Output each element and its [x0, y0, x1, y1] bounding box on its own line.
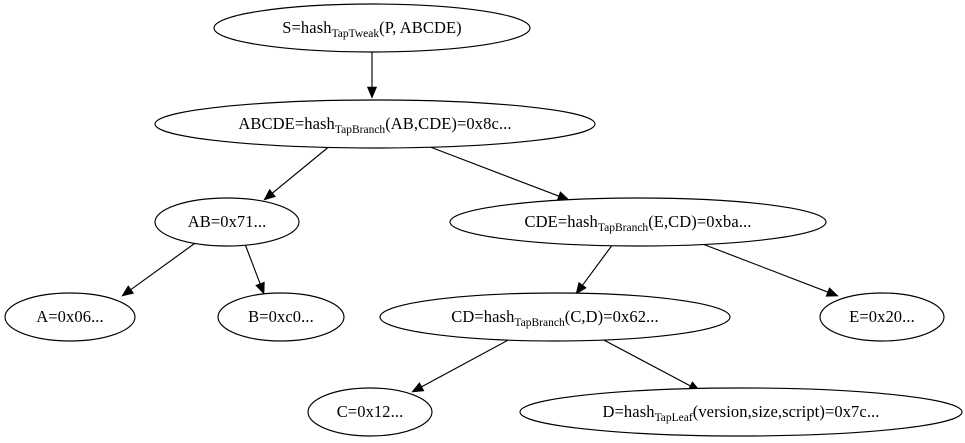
edge-s-to-abcde [366, 52, 378, 99]
edge-cd-to-d [599, 337, 701, 392]
node-ellipse-ab[interactable] [154, 197, 300, 247]
node-ellipse-e[interactable] [819, 292, 945, 342]
edge-cd-to-c [411, 337, 513, 393]
edge-cde-to-e [699, 242, 839, 297]
edge-cde-to-cd [575, 243, 614, 295]
edge-abcde-to-ab [263, 144, 332, 201]
node-ellipse-c[interactable] [307, 387, 433, 437]
edge-ab-to-b [244, 243, 265, 295]
node-ellipse-d[interactable] [519, 387, 963, 437]
node-ellipse-b[interactable] [217, 292, 345, 342]
node-ellipse-s[interactable] [213, 3, 531, 53]
node-ellipse-a[interactable] [4, 292, 136, 342]
node-ellipse-cde[interactable] [449, 197, 827, 247]
edge-abcde-to-cde [424, 144, 570, 201]
edge-ab-to-a [121, 240, 199, 297]
node-ellipse-cd[interactable] [379, 292, 731, 342]
node-ellipse-abcde[interactable] [154, 99, 596, 149]
